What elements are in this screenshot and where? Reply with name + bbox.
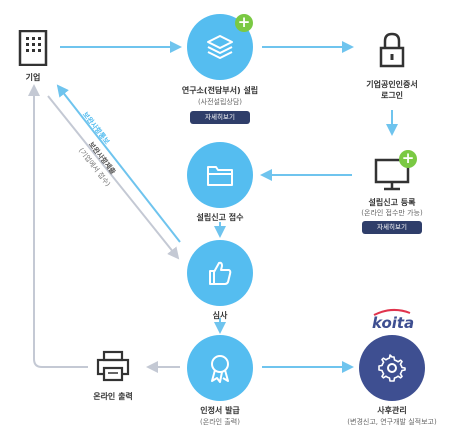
report-plus-icon: + [399,150,417,168]
issue-sub: (온라인 출력) [200,418,240,426]
after-sub: (변경신고, 연구개발 실적보고) [347,418,437,426]
issue-circle [187,335,253,401]
review-label: 심사 [212,311,228,320]
after-label: 사후관리 [377,406,407,415]
print-label: 온라인 출력 [93,392,133,401]
thumbs-up-icon [209,261,232,285]
after-circle [359,335,425,401]
koita-logo-arc [373,309,411,316]
receipt-label: 설립신고 접수 [196,213,244,222]
arrow-print-to-company [28,84,88,368]
arrow-supplement-request [56,84,181,243]
report-node [373,156,413,192]
folder-icon [207,166,233,186]
layers-icon [207,35,233,59]
report-sub: (온라인 접수만 가능) [361,209,423,217]
lab-label: 연구소(전담부서) 설립 [181,86,259,95]
lab-detail-button[interactable]: 자세히보기 [190,111,250,124]
receipt-circle [187,142,253,208]
monitor-icon [374,158,410,191]
arrow-supplement-submit [47,95,180,260]
award-icon [211,355,229,383]
review-circle [187,240,253,306]
company-label: 기업 [25,73,41,82]
printer-icon [96,350,130,382]
report-label: 설립신고 등록 [368,198,416,207]
building-icon [18,29,48,67]
gear-icon [378,354,406,382]
company-node [18,29,48,67]
cert-login-label-2: 로그인 [380,91,404,100]
report-detail-button[interactable]: 자세히보기 [362,221,422,234]
cert-login-node [377,30,407,70]
cert-login-label-1: 기업공인인증서 [366,80,418,89]
lab-plus-icon: + [235,14,253,32]
issue-label: 인정서 발급 [200,406,240,415]
lab-sub: (사전설립상담) [197,98,243,106]
print-node [96,350,130,382]
lock-icon [379,32,405,68]
koita-logo: koita [372,314,415,332]
